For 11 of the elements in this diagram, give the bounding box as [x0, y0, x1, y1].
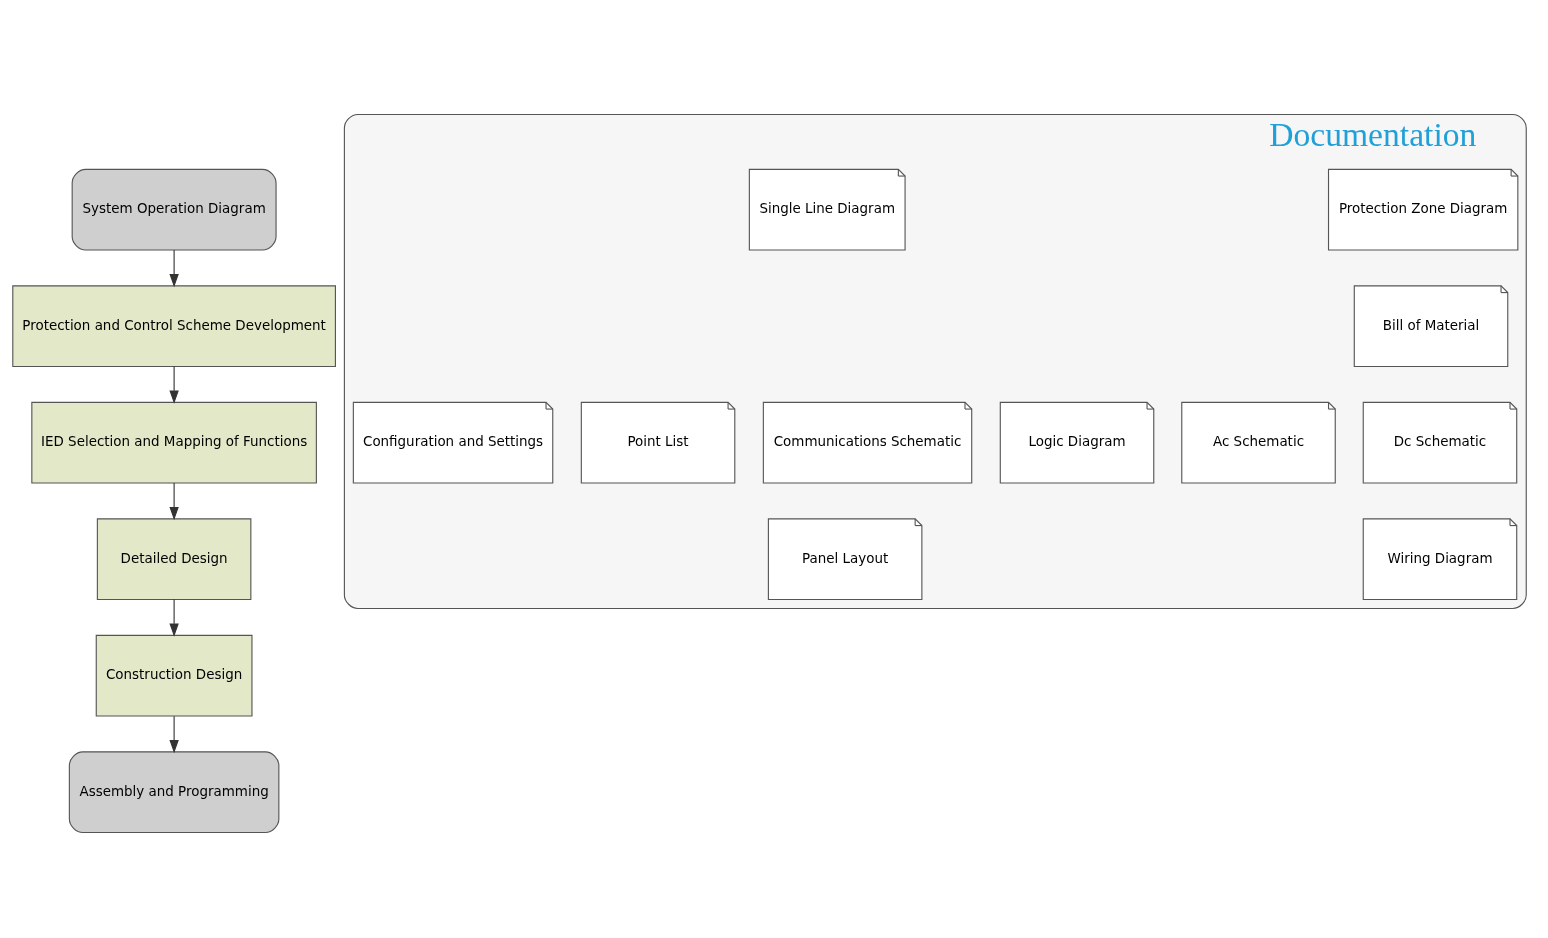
node-box: Protection and Control Scheme Development	[12, 285, 336, 368]
node-box: Detailed Design	[96, 518, 252, 601]
node-box: System Operation Diagram	[71, 168, 277, 251]
arrow	[169, 599, 179, 637]
node-box: Construction Design	[95, 634, 253, 717]
node-box: IED Selection and Mapping of Functions	[31, 401, 317, 484]
arrow	[169, 366, 179, 404]
arrow	[169, 482, 179, 521]
arrow	[169, 715, 179, 754]
node-box: Assembly and Programming	[68, 751, 280, 834]
arrow	[169, 249, 179, 288]
